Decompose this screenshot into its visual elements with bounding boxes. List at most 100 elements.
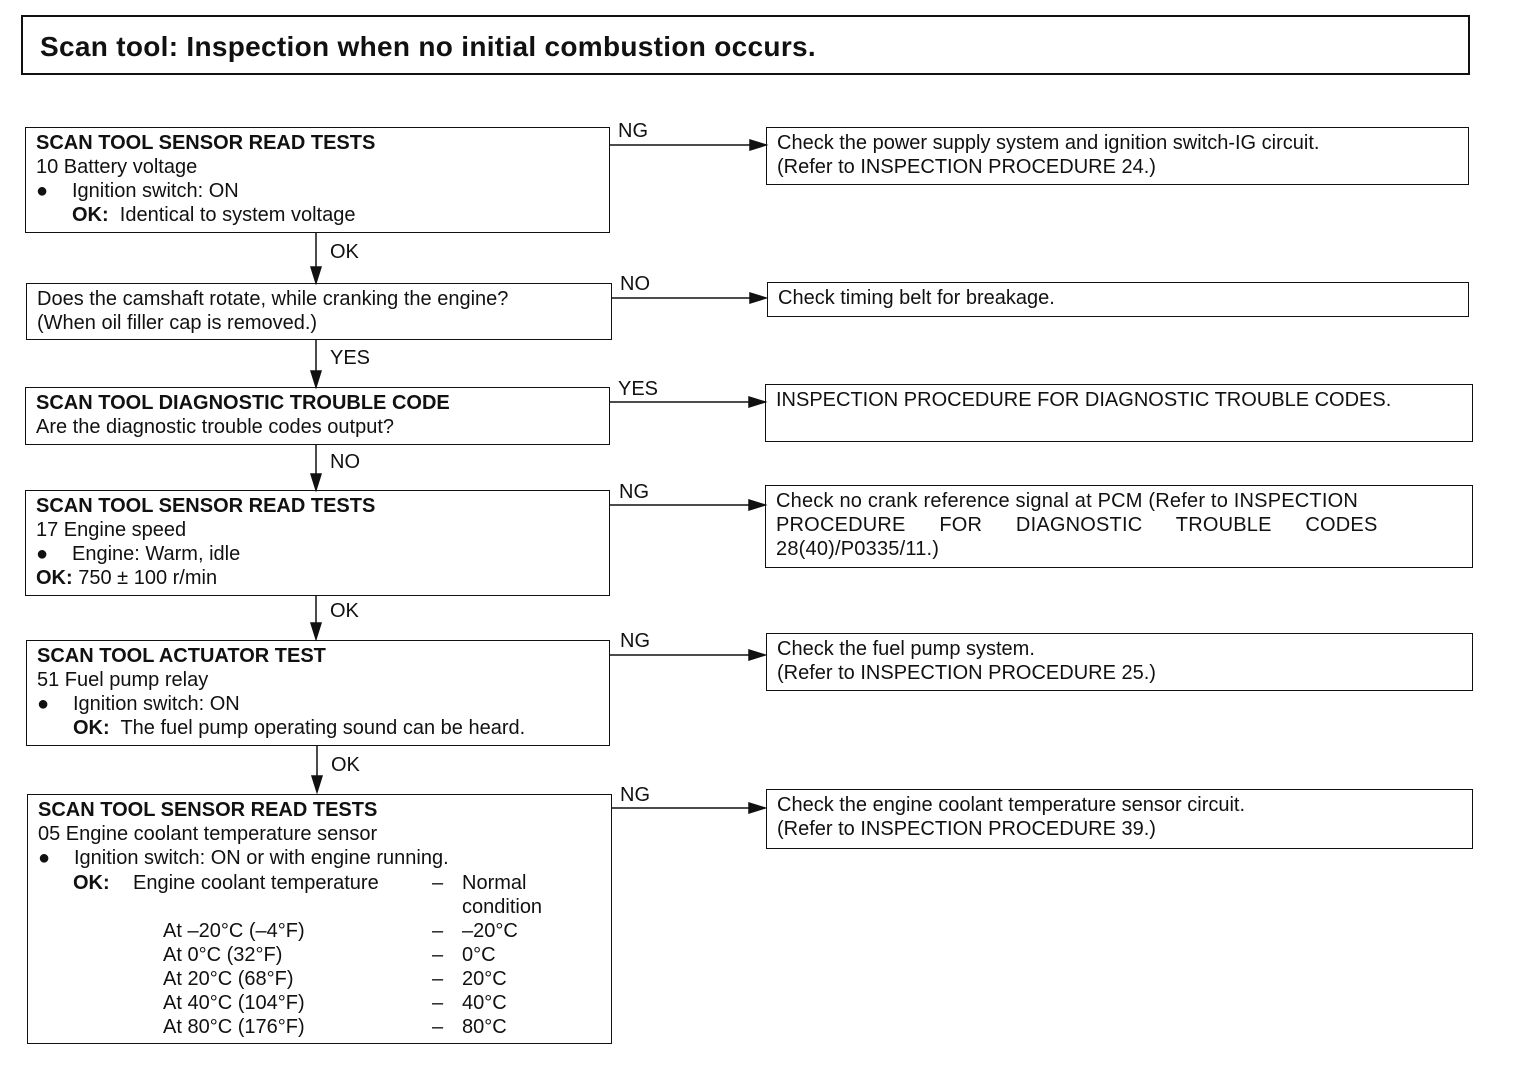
step-box-camshaft: Does the camshaft rotate, while cranking… xyxy=(26,283,612,340)
result-box-fuel-pump: Check the fuel pump system. (Refer to IN… xyxy=(766,633,1473,691)
dash: – xyxy=(432,872,444,894)
dash: – xyxy=(432,944,444,966)
step-condition-line: ● Ignition switch: ON xyxy=(36,179,599,203)
down-label-ok-5: OK xyxy=(331,754,360,776)
result-line: (Refer to INSPECTION PROCEDURE 25.) xyxy=(777,662,1156,684)
result-line: INSPECTION PROCEDURE FOR DIAGNOSTIC TROU… xyxy=(776,389,1392,411)
result-line: Check the engine coolant temperature sen… xyxy=(777,794,1246,816)
step-item: 17 Engine speed xyxy=(36,519,187,541)
ok-label: OK: xyxy=(36,567,73,589)
arrowhead-step4-ng xyxy=(748,498,768,512)
ok-text: Identical to system voltage xyxy=(119,204,356,226)
branch-label-yes-3: YES xyxy=(618,378,659,400)
result-line: Check timing belt for breakage. xyxy=(778,287,1055,309)
step-heading: SCAN TOOL SENSOR READ TESTS xyxy=(36,132,376,154)
step-item: 05 Engine coolant temperature sensor xyxy=(38,823,378,845)
arrowhead-step6-ng xyxy=(748,801,768,815)
step-ok-line: OK: The fuel pump operating sound can be… xyxy=(37,716,599,740)
result-box-coolant-sensor: Check the engine coolant temperature sen… xyxy=(766,789,1473,849)
down-label-no-3: NO xyxy=(330,451,360,473)
result-box-dtc-procedure: INSPECTION PROCEDURE FOR DIAGNOSTIC TROU… xyxy=(765,384,1473,442)
dash: – xyxy=(432,992,444,1014)
result-line: PROCEDURE FOR DIAGNOSTIC TROUBLE CODES xyxy=(776,514,1378,536)
arrowhead-step2-yes xyxy=(309,370,323,390)
temp-row-label: At 20°C (68°F) xyxy=(163,968,294,990)
step-box-engine-speed: SCAN TOOL SENSOR READ TESTS 17 Engine sp… xyxy=(25,490,610,596)
step-heading: SCAN TOOL DIAGNOSTIC TROUBLE CODE xyxy=(36,392,450,414)
step-box-battery-voltage: SCAN TOOL SENSOR READ TESTS 10 Battery v… xyxy=(25,127,610,233)
arrowhead-step1-ng xyxy=(749,138,769,152)
temp-row-label: At 0°C (32°F) xyxy=(163,944,283,966)
step-box-coolant-temp: SCAN TOOL SENSOR READ TESTS 05 Engine co… xyxy=(27,794,612,1044)
bullet-icon: ● xyxy=(36,180,49,202)
step-condition-line: ● Ignition switch: ON xyxy=(37,692,599,716)
dash: – xyxy=(432,920,444,942)
result-box-timing-belt: Check timing belt for breakage. xyxy=(767,282,1469,317)
step-item: 51 Fuel pump relay xyxy=(37,669,209,691)
ok-text: The fuel pump operating sound can be hea… xyxy=(120,717,526,739)
step-box-dtc: SCAN TOOL DIAGNOSTIC TROUBLE CODE Are th… xyxy=(25,387,610,445)
arrowhead-step1-ok xyxy=(309,266,323,286)
arrowhead-step3-no xyxy=(309,473,323,493)
ok-text: Engine coolant temperature xyxy=(133,872,379,894)
normal-label: Normal xyxy=(462,872,527,894)
temp-row-value: 0°C xyxy=(462,944,496,966)
step-condition: Ignition switch: ON xyxy=(72,180,239,202)
step-heading: SCAN TOOL SENSOR READ TESTS xyxy=(36,495,376,517)
temp-row-value: –20°C xyxy=(462,920,518,942)
arrowhead-step4-ok xyxy=(309,622,323,642)
bullet-icon: ● xyxy=(37,693,50,715)
arrowhead-step5-ng xyxy=(748,648,768,662)
dash: – xyxy=(432,1016,444,1038)
step-item: 10 Battery voltage xyxy=(36,156,198,178)
step-heading: SCAN TOOL SENSOR READ TESTS xyxy=(38,799,378,821)
arrowhead-step2-no xyxy=(749,291,769,305)
step-ok-line: OK: 750 ± 100 r/min xyxy=(36,566,599,590)
step-condition-line: ● Engine: Warm, idle xyxy=(36,542,599,566)
result-line: Check the power supply system and igniti… xyxy=(777,132,1320,154)
arrowhead-step3-yes xyxy=(748,395,768,409)
step-condition: Ignition switch: ON or with engine runni… xyxy=(74,847,449,869)
step-question: Are the diagnostic trouble codes output? xyxy=(36,416,395,438)
temp-row-value: 40°C xyxy=(462,992,507,1014)
down-label-yes-2: YES xyxy=(330,347,371,369)
bullet-icon: ● xyxy=(36,543,49,565)
step-condition: Ignition switch: ON xyxy=(73,693,240,715)
down-label-ok-1: OK xyxy=(330,241,359,263)
temp-row-label: At 40°C (104°F) xyxy=(163,992,305,1014)
step-heading: SCAN TOOL ACTUATOR TEST xyxy=(37,645,326,667)
result-line: (Refer to INSPECTION PROCEDURE 39.) xyxy=(777,818,1156,840)
normal-label: condition xyxy=(462,896,543,918)
result-line: Check no crank reference signal at PCM (… xyxy=(776,490,1359,512)
temp-row-value: 80°C xyxy=(462,1016,507,1038)
bullet-icon: ● xyxy=(38,847,51,869)
page-title: Scan tool: Inspection when no initial co… xyxy=(40,31,816,62)
temp-row-label: At –20°C (–4°F) xyxy=(163,920,305,942)
step-box-fuel-pump: SCAN TOOL ACTUATOR TEST 51 Fuel pump rel… xyxy=(26,640,610,746)
result-line: Check the fuel pump system. xyxy=(777,638,1035,660)
temp-row-value: 20°C xyxy=(462,968,507,990)
ok-text: 750 ± 100 r/min xyxy=(78,567,218,589)
result-line: 28(40)/P0335/11.) xyxy=(776,538,940,560)
down-label-ok-4: OK xyxy=(330,600,359,622)
result-box-power-supply: Check the power supply system and igniti… xyxy=(766,127,1469,185)
arrowhead-step5-ok xyxy=(310,775,324,795)
branch-label-ng-1: NG xyxy=(618,120,648,142)
branch-label-ng-5: NG xyxy=(620,630,650,652)
branch-label-ng-6: NG xyxy=(620,784,650,806)
ok-label: OK: xyxy=(72,204,109,226)
step-condition-line: ● Ignition switch: ON or with engine runn… xyxy=(38,846,601,870)
temp-row-label: At 80°C (176°F) xyxy=(163,1016,305,1038)
step-question: (When oil filler cap is removed.) xyxy=(37,312,318,334)
branch-label-ng-4: NG xyxy=(619,481,649,503)
ok-label: OK: xyxy=(73,872,110,894)
step-condition: Engine: Warm, idle xyxy=(72,543,241,565)
title-box: Scan tool: Inspection when no initial co… xyxy=(21,15,1470,75)
branch-label-no-2: NO xyxy=(620,273,650,295)
dash: – xyxy=(432,968,444,990)
result-line: (Refer to INSPECTION PROCEDURE 24.) xyxy=(777,156,1156,178)
ok-label: OK: xyxy=(73,717,110,739)
step-question: Does the camshaft rotate, while cranking… xyxy=(37,288,509,310)
result-box-crank-reference: Check no crank reference signal at PCM (… xyxy=(765,485,1473,568)
